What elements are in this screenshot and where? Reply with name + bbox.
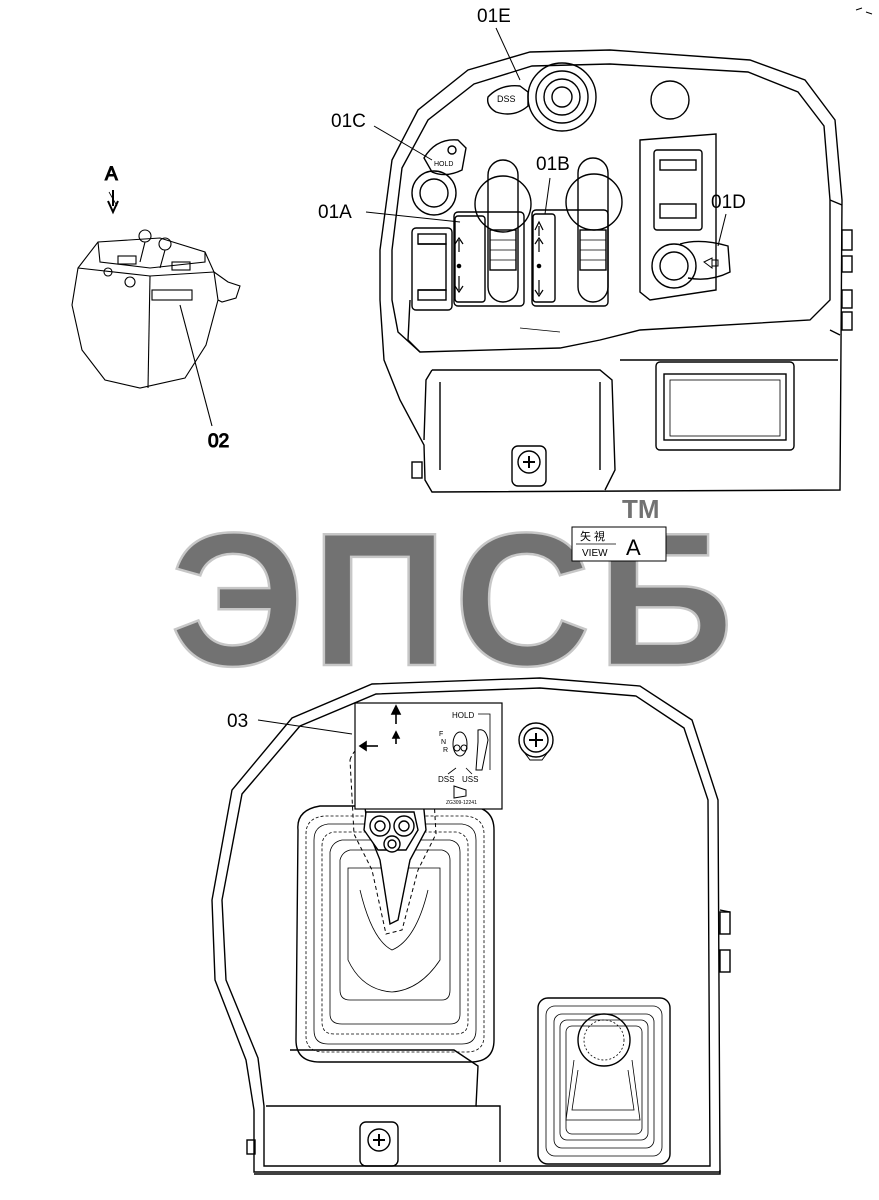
horn-icon bbox=[703, 257, 719, 269]
joystick-button-right[interactable] bbox=[393, 815, 415, 837]
decal-f-label: F bbox=[439, 731, 443, 738]
overview-label-plate bbox=[151, 289, 193, 301]
callout-01a: 01A bbox=[318, 202, 352, 223]
watermark-text: ЭПСБ bbox=[170, 494, 740, 706]
decal-part-number: ZG309-12241 bbox=[446, 800, 477, 806]
decal-uss-label: USS bbox=[462, 775, 478, 784]
top-lower-pocket bbox=[655, 361, 795, 451]
hold-button-assembly: HOLD bbox=[411, 139, 467, 216]
hold-button-label: HOLD bbox=[434, 161, 453, 168]
callout-01d: 01D bbox=[711, 192, 746, 213]
decal-forward-arrow-icon bbox=[358, 704, 402, 752]
horn-button[interactable] bbox=[679, 240, 731, 280]
view-label-jp: 矢 視 bbox=[580, 529, 605, 543]
watermark-tm: TM bbox=[622, 494, 660, 524]
callout-01e: 01E bbox=[477, 6, 511, 27]
rocker-switch-right[interactable] bbox=[653, 149, 703, 231]
callout-03: 03 bbox=[227, 711, 248, 732]
dss-button-label: DSS bbox=[497, 94, 516, 104]
corner-mark bbox=[855, 7, 873, 15]
round-plug bbox=[650, 80, 690, 120]
lever-slot-right bbox=[531, 157, 609, 307]
decal-switch-icon bbox=[452, 729, 489, 771]
decal-r-label: R bbox=[443, 747, 448, 754]
decal-horn-icon bbox=[453, 785, 467, 799]
decal-n-label: N bbox=[441, 739, 446, 746]
decal-dss-label: DSS bbox=[438, 775, 454, 784]
console-top-view: DSS HOLD bbox=[379, 49, 853, 493]
dss-button[interactable] bbox=[486, 85, 529, 115]
dss-button-assembly: DSS bbox=[486, 62, 597, 132]
callout-01b: 01B bbox=[536, 154, 570, 175]
view-a-mount-screw-icon bbox=[359, 1121, 399, 1167]
decal-hold-label: HOLD bbox=[452, 711, 474, 720]
joystick-button-left[interactable] bbox=[369, 815, 391, 837]
view-label-en: VIEW bbox=[582, 548, 608, 559]
overview-console: A 02 bbox=[71, 163, 241, 453]
lever-knob-right[interactable] bbox=[565, 173, 623, 231]
view-a-label: 矢 視 VIEW A bbox=[571, 526, 667, 562]
lever-knob-left[interactable] bbox=[474, 175, 532, 233]
view-a-marker: A bbox=[105, 164, 118, 185]
operation-decal: HOLD F N R DSS USS ZG309-12241 bbox=[354, 702, 503, 810]
view-arrow-icon bbox=[107, 190, 119, 215]
top-mount-screw-icon bbox=[511, 445, 547, 487]
small-joystick-boot bbox=[537, 997, 671, 1165]
joystick-button-bottom[interactable] bbox=[383, 835, 401, 853]
callout-02: 02 bbox=[208, 431, 229, 452]
watermark: ЭПСБ TM bbox=[169, 493, 740, 708]
lever-slot-left bbox=[453, 159, 525, 307]
view-label-letter: A bbox=[626, 535, 641, 560]
hold-button[interactable] bbox=[423, 139, 467, 176]
callouts-top: 01E 01C 01B 01A 01D bbox=[318, 6, 746, 247]
joystick-boot bbox=[295, 805, 495, 1063]
rocker-switch-01a[interactable] bbox=[411, 227, 453, 311]
callout-01c: 01C bbox=[331, 111, 366, 132]
callout-03-group: 03 bbox=[227, 711, 353, 735]
right-panel-module bbox=[639, 133, 731, 301]
view-a-screw-icon bbox=[518, 722, 554, 761]
